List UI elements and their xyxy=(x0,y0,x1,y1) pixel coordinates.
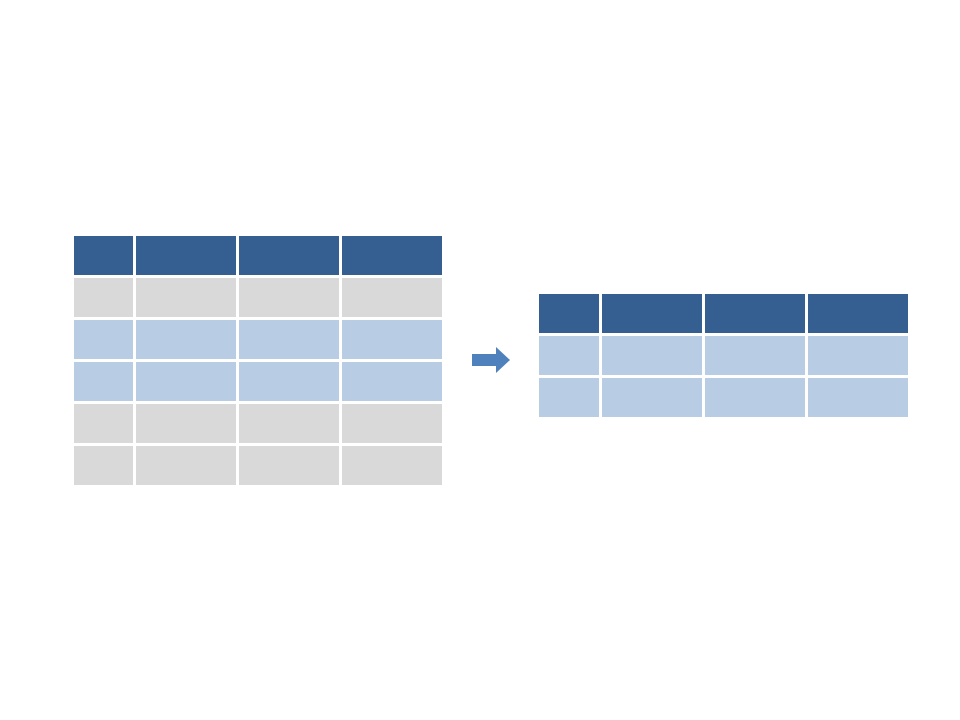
result-table-body-cell-r2-c1 xyxy=(602,378,702,417)
source-table-header-cell-r0-c0 xyxy=(74,236,133,275)
result-table-body-cell-r1-c1 xyxy=(602,336,702,375)
source-table-header-cell-r0-c1 xyxy=(136,236,236,275)
source-table-body-cell-r4-c3 xyxy=(342,404,442,443)
source-table-body-cell-r5-c3 xyxy=(342,446,442,485)
result-table-body-cell-r2-c0 xyxy=(539,378,599,417)
result-table-body-cell-r2-c3 xyxy=(808,378,908,417)
source-table-body-cell-r5-c1 xyxy=(136,446,236,485)
source-table-body-cell-r4-c1 xyxy=(136,404,236,443)
source-table-body-cell-r1-c3 xyxy=(342,278,442,317)
source-table-body-cell-r5-c2 xyxy=(239,446,339,485)
result-table xyxy=(539,294,908,417)
result-table-header-cell-r0-c1 xyxy=(602,294,702,333)
result-table-header-cell-r0-c3 xyxy=(808,294,908,333)
source-table-body-cell-r3-c2 xyxy=(239,362,339,401)
source-table-body-cell-r2-c1 xyxy=(136,320,236,359)
right-arrow-icon xyxy=(472,347,510,373)
source-table xyxy=(74,236,442,485)
source-table-body-cell-r3-c1 xyxy=(136,362,236,401)
source-table-body-cell-r2-c2 xyxy=(239,320,339,359)
source-table-body-cell-r1-c0 xyxy=(74,278,133,317)
result-table-header-cell-r0-c2 xyxy=(705,294,805,333)
source-table-body-cell-r3-c0 xyxy=(74,362,133,401)
result-table-body-cell-r1-c3 xyxy=(808,336,908,375)
source-table-body-cell-r4-c2 xyxy=(239,404,339,443)
source-table-body-cell-r2-c3 xyxy=(342,320,442,359)
source-table-header-cell-r0-c3 xyxy=(342,236,442,275)
result-table-body-cell-r2-c2 xyxy=(705,378,805,417)
source-table-body-cell-r4-c0 xyxy=(74,404,133,443)
source-table-body-cell-r5-c0 xyxy=(74,446,133,485)
result-table-body-cell-r1-c2 xyxy=(705,336,805,375)
result-table-header-cell-r0-c0 xyxy=(539,294,599,333)
source-table-body-cell-r1-c1 xyxy=(136,278,236,317)
source-table-body-cell-r3-c3 xyxy=(342,362,442,401)
source-table-body-cell-r1-c2 xyxy=(239,278,339,317)
source-table-header-cell-r0-c2 xyxy=(239,236,339,275)
result-table-body-cell-r1-c0 xyxy=(539,336,599,375)
source-table-body-cell-r2-c0 xyxy=(74,320,133,359)
